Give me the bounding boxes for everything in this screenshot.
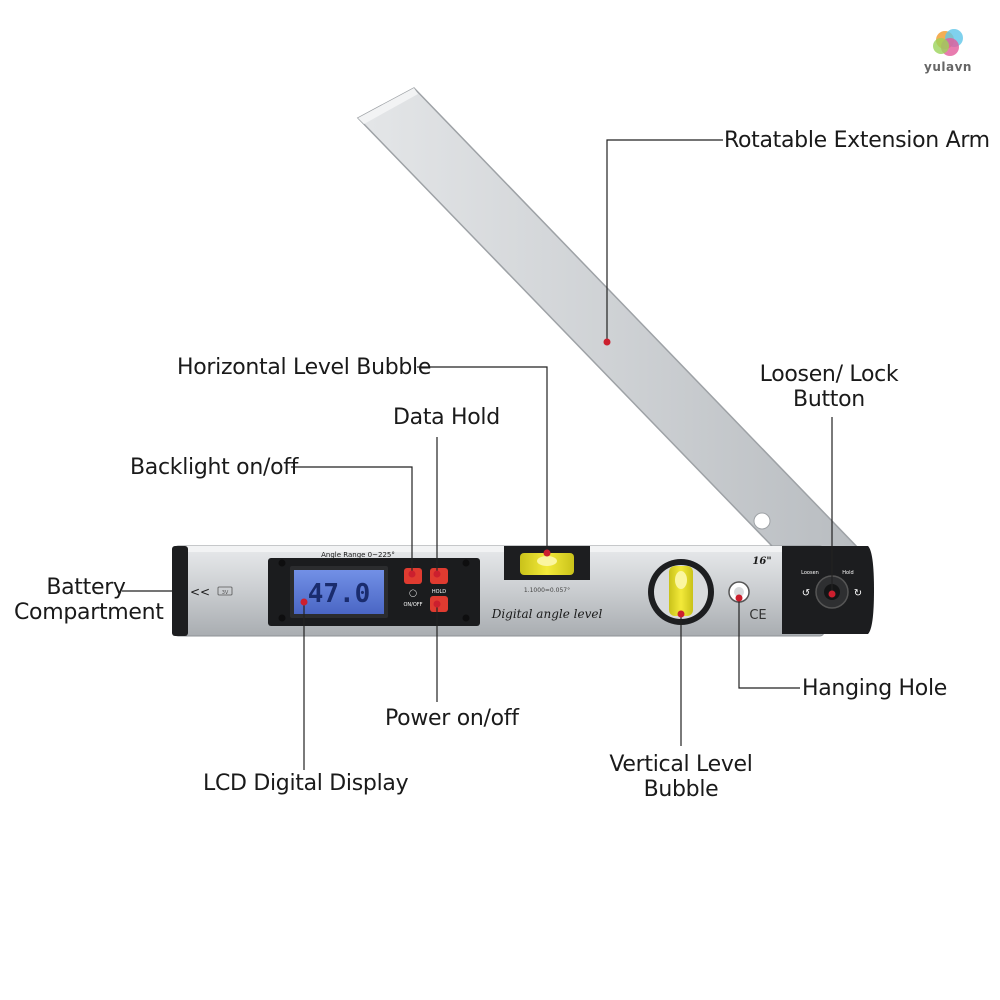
product-label: Digital angle level (491, 607, 603, 621)
backlight-bulb-icon: ◯ (409, 589, 417, 597)
callout-loosen-line2: Button (793, 387, 865, 412)
marker-dot (408, 570, 416, 578)
ce-mark: CE (749, 608, 766, 623)
battery-badge (217, 586, 233, 596)
lcd-display: 47.0 (290, 566, 388, 618)
horizontal-level-bubble (504, 546, 590, 580)
marker-dot (603, 338, 611, 346)
callout-lcd: LCD Digital Display (203, 771, 409, 796)
hold-knob-label: Hold (842, 570, 853, 576)
callout-loosen-line1: Loosen/ Lock (759, 362, 899, 387)
callout-data-hold: Data Hold (393, 405, 500, 430)
extension-arm (356, 87, 862, 576)
hold-button-label: HOLD (432, 589, 446, 595)
battery-arrows-icon: << (190, 585, 210, 599)
callout-loosen-lock: Loosen/ Lock Button (752, 362, 906, 412)
leader-lines (122, 139, 833, 770)
size-label: 16" (752, 556, 771, 567)
lcd-reading: 47.0 (308, 579, 371, 609)
brand-logo-text: yulavn (924, 60, 972, 74)
rotate-left-arrow-icon: ↺ (802, 588, 810, 599)
callout-vertical-line1: Vertical Level (609, 752, 753, 777)
callout-backlight: Backlight on/off (130, 455, 299, 480)
angle-range-label: Angle Range 0~225° (321, 551, 395, 559)
callout-extension-arm: Rotatable Extension Arm (724, 128, 990, 153)
battery-compartment[interactable] (172, 546, 188, 636)
callout-power: Power on/off (385, 706, 519, 731)
marker-dot (433, 570, 441, 578)
callout-battery-line1: Battery (46, 575, 126, 600)
callout-battery: Battery Compartment (14, 575, 164, 625)
marker-dot (828, 590, 836, 598)
marker-dot (735, 594, 743, 602)
callout-markers (300, 338, 836, 618)
accuracy-label: 1.1000=0.057° (524, 587, 570, 594)
callout-horizontal-bubble: Horizontal Level Bubble (177, 355, 432, 380)
loosen-knob-label: Loosen (801, 570, 819, 576)
callout-hanging-hole: Hanging Hole (802, 676, 947, 701)
battery-voltage-label: 3V (222, 590, 229, 596)
rotate-right-arrow-icon: ↻ (854, 588, 862, 599)
power-button-label: ON/OFF (403, 602, 422, 608)
brand-logo (933, 29, 963, 56)
marker-dot (300, 598, 308, 606)
marker-dot (433, 600, 441, 608)
marker-dot (543, 549, 551, 557)
marker-dot (677, 610, 685, 618)
callout-battery-line2: Compartment (14, 600, 164, 625)
callout-vertical-line2: Bubble (643, 777, 719, 802)
vertical-level-bubble (648, 559, 714, 625)
callout-vertical-bubble: Vertical Level Bubble (604, 752, 758, 802)
